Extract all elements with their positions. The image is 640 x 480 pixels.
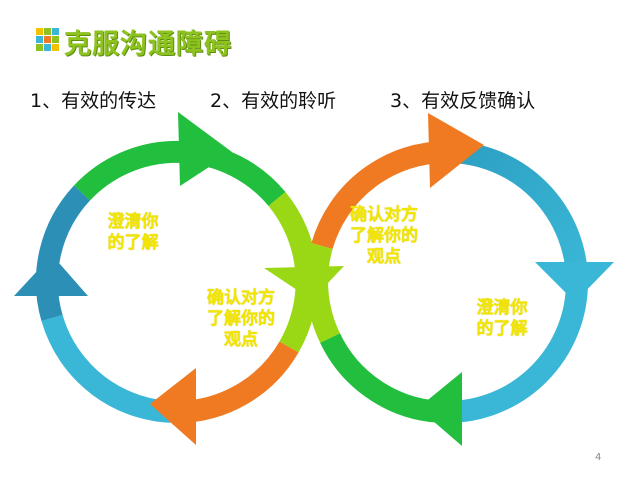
arrow-head-green-top — [178, 112, 232, 186]
grid-logo-icon — [36, 28, 59, 51]
left-loop-label-clarify: 澄清你 的了解 — [107, 212, 159, 253]
slide-title: 克服沟通障碍 — [64, 29, 232, 60]
step-3-label: 3、有效反馈确认 — [390, 90, 536, 112]
left-loop-label-confirm: 确认对方 了解你的 观点 — [207, 288, 275, 350]
step-2-label: 2、有效的聆听 — [210, 90, 337, 112]
arrow-head-green-bottom — [418, 372, 462, 446]
left-loop-arc-left — [35, 185, 91, 322]
right-loop-arc-top — [311, 140, 448, 250]
arrow-head-cyan-right — [535, 262, 614, 302]
arrow-head-teal-left — [14, 255, 88, 296]
arrow-head-orange-bottom — [150, 368, 196, 445]
arrow-head-orange-top-right — [428, 113, 484, 188]
arrow-head-lime-center — [264, 266, 344, 300]
right-loop-arc-bottomright — [446, 281, 588, 423]
step-1-label: 1、有效的传达 — [30, 90, 157, 112]
left-loop-arc-bottomleft — [41, 314, 178, 424]
page-number: 4 — [595, 452, 602, 463]
right-loop-arc-topright — [446, 141, 588, 283]
right-loop-label-clarify: 澄清你 的了解 — [476, 298, 528, 339]
right-loop-label-confirm: 确认对方 了解你的 观点 — [350, 205, 418, 267]
